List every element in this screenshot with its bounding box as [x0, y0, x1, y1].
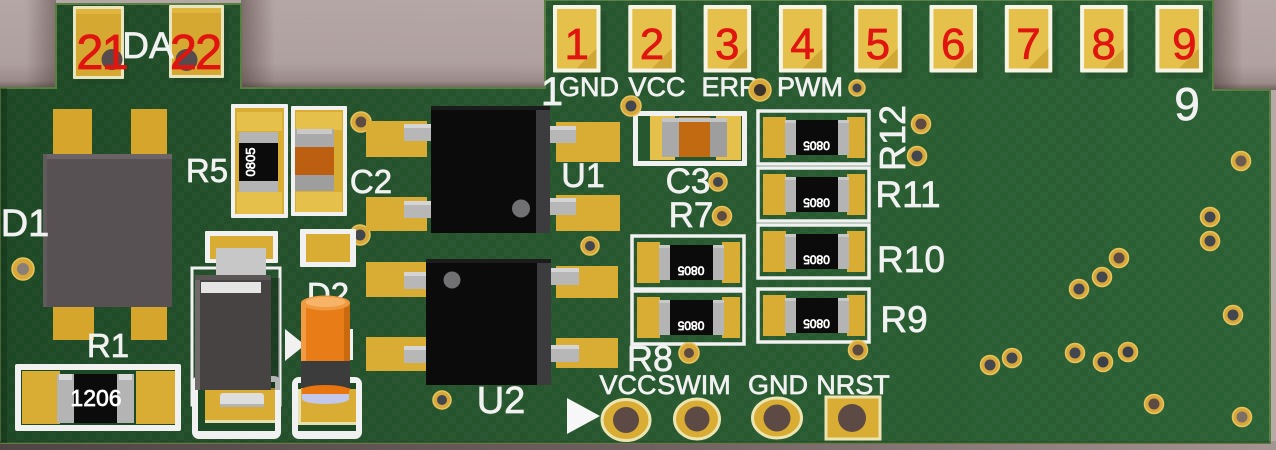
- svg-text:R9: R9: [880, 299, 927, 340]
- svg-text:0805: 0805: [803, 196, 830, 210]
- svg-text:7: 7: [1016, 20, 1040, 69]
- svg-text:C3: C3: [666, 162, 711, 201]
- svg-text:0805: 0805: [677, 319, 704, 333]
- svg-text:0805: 0805: [803, 317, 830, 331]
- svg-text:C2: C2: [350, 163, 392, 200]
- svg-text:R5: R5: [186, 152, 228, 189]
- svg-text:U1: U1: [561, 157, 604, 195]
- svg-text:R10: R10: [877, 239, 945, 280]
- svg-text:5: 5: [866, 20, 890, 69]
- svg-text:2: 2: [640, 20, 664, 69]
- svg-text:PWM: PWM: [777, 72, 843, 102]
- svg-text:3: 3: [715, 20, 739, 69]
- svg-text:22: 22: [170, 26, 221, 80]
- svg-text:R11: R11: [875, 174, 940, 215]
- svg-text:1: 1: [564, 20, 588, 69]
- svg-text:GND: GND: [559, 72, 619, 102]
- svg-text:1206: 1206: [70, 385, 121, 411]
- svg-text:1: 1: [541, 70, 563, 114]
- svg-text:0805: 0805: [677, 264, 704, 278]
- svg-text:R12: R12: [872, 105, 913, 171]
- svg-text:SWIM: SWIM: [657, 370, 731, 400]
- svg-text:0805: 0805: [243, 148, 258, 177]
- svg-text:21: 21: [76, 26, 127, 80]
- svg-text:R7: R7: [669, 196, 714, 235]
- svg-text:6: 6: [941, 20, 965, 69]
- svg-text:DA: DA: [122, 25, 174, 66]
- svg-text:8: 8: [1092, 20, 1116, 69]
- svg-text:R8: R8: [627, 338, 673, 379]
- svg-text:VCC: VCC: [628, 72, 685, 102]
- svg-text:4: 4: [790, 20, 814, 69]
- svg-text:0805: 0805: [803, 139, 830, 153]
- svg-text:9: 9: [1172, 20, 1196, 69]
- svg-text:R1: R1: [87, 327, 129, 364]
- svg-text:D1: D1: [1, 203, 50, 245]
- svg-text:NRST: NRST: [816, 370, 890, 400]
- svg-text:9: 9: [1174, 78, 1200, 130]
- svg-text:VCC: VCC: [599, 370, 656, 400]
- svg-text:0805: 0805: [803, 253, 830, 267]
- svg-text:U2: U2: [477, 380, 526, 422]
- svg-text:GND: GND: [748, 370, 808, 400]
